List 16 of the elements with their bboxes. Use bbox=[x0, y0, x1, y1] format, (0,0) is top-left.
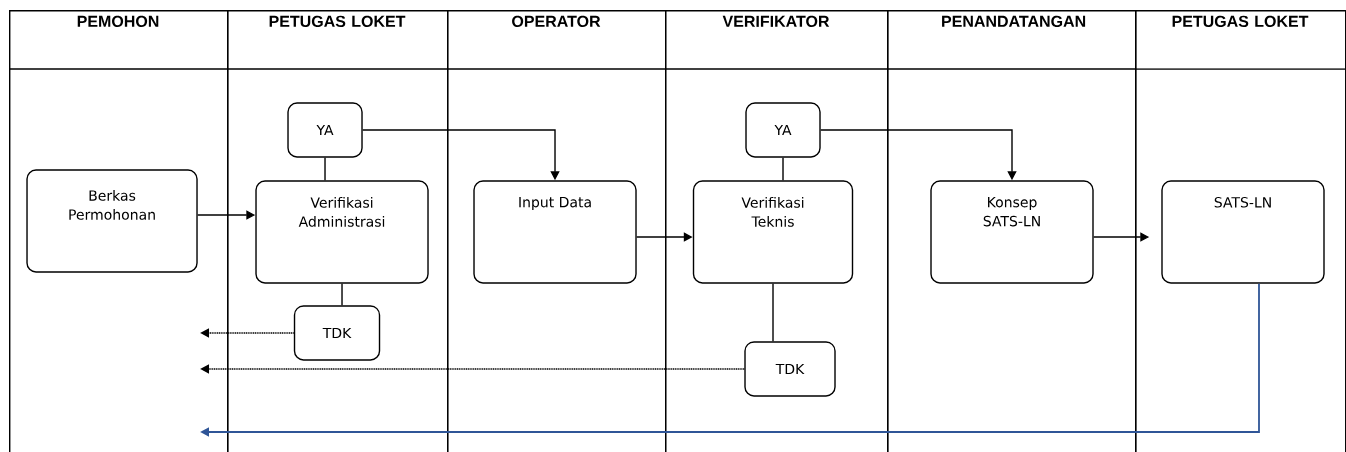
branch-box: YA bbox=[745, 102, 821, 158]
arrow bbox=[200, 364, 745, 374]
connector-line bbox=[782, 157, 784, 181]
process-box: Verifikasi Teknis bbox=[692, 180, 854, 284]
branch-box: TDK bbox=[744, 341, 836, 397]
arrow bbox=[200, 328, 295, 338]
branch-box: TDK bbox=[293, 305, 381, 361]
connector-line bbox=[772, 283, 774, 342]
process-box: Verifikasi Administrasi bbox=[255, 180, 429, 284]
connector-line bbox=[324, 157, 326, 181]
process-box: SATS-LN bbox=[1161, 180, 1325, 284]
process-box: Berkas Permohonan bbox=[26, 169, 198, 273]
branch-box: YA bbox=[287, 102, 363, 158]
connector-line bbox=[341, 283, 343, 306]
process-box: Konsep SATS-LN bbox=[930, 180, 1094, 284]
process-box: Input Data bbox=[473, 180, 637, 284]
